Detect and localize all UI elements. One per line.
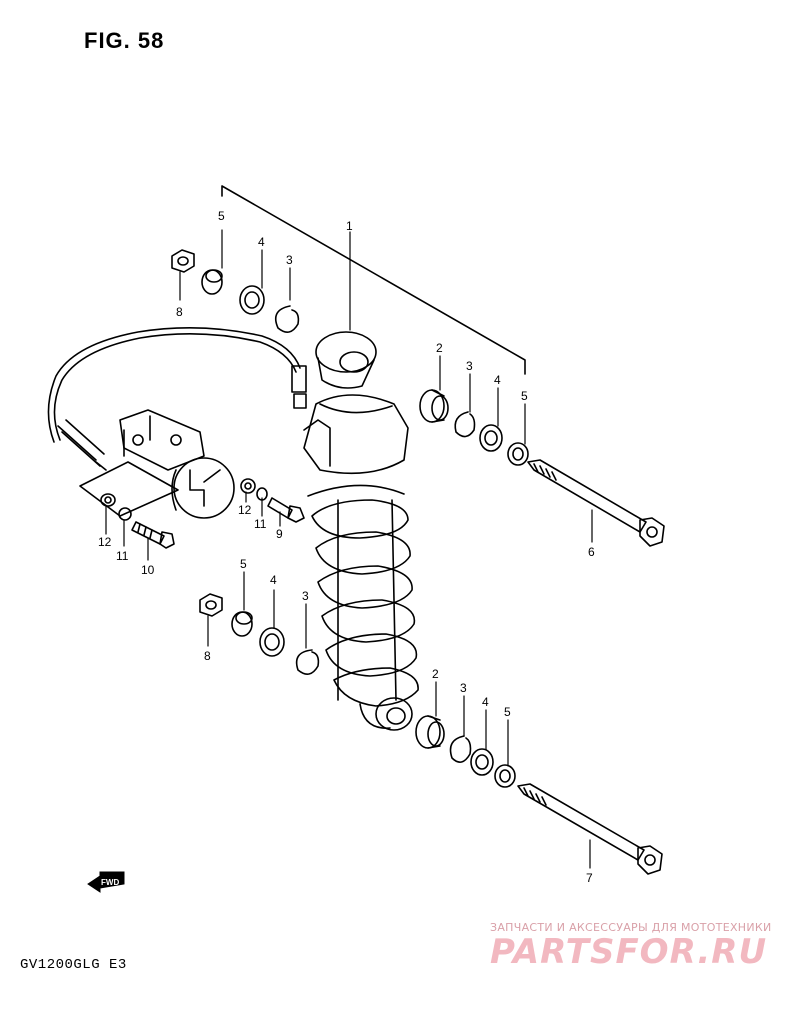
bearing-4-upper-right [479,424,503,452]
spacer-5-upper-left [201,269,223,295]
callout-3-lower-left: 3 [302,589,309,603]
circlip-3-upper-left [274,305,300,333]
callout-10: 10 [141,563,155,577]
callout-5-lower-left: 5 [240,557,247,571]
bracket-line-upper [221,185,526,375]
callout-2-lower: 2 [432,667,439,681]
hydraulic-hose [47,327,307,467]
callout-5-lower-right: 5 [504,705,511,719]
bearing-4-upper-left [239,285,265,315]
circlip-3-upper-right [454,411,476,438]
bolt-6 [527,459,665,547]
spacer-5-upper-right [507,442,529,466]
fwd-label: FWD [101,878,119,887]
callout-8-upper: 8 [176,305,183,319]
bearing-4-lower-left [259,627,285,657]
callout-4-lower-left: 4 [270,573,277,587]
callout-9: 9 [276,527,283,541]
washer-12-right [240,478,256,494]
callout-labels: 1 5 4 3 8 2 3 4 5 6 12 11 10 12 11 9 5 4… [98,209,595,885]
spacer-5-lower-left [231,611,253,637]
fwd-arrow-icon: FWD [87,871,125,893]
model-code: GV1200GLG E3 [20,957,127,973]
callout-2-upper: 2 [436,341,443,355]
callout-1: 1 [346,219,353,233]
callout-4-upper-left: 4 [258,235,265,249]
bolt-9 [267,497,305,523]
callout-8-lower: 8 [204,649,211,663]
spacer-2-upper [419,389,449,423]
spacer-5-lower-right [494,764,516,788]
watermark-tagline: ЗАПЧАСТИ И АКСЕССУАРЫ ДЛЯ МОТОТЕХНИКИ [490,921,772,934]
callout-11-left: 11 [116,549,129,563]
shock-absorber [303,331,419,731]
nut-8-lower [199,593,223,617]
callout-5-upper-left: 5 [218,209,225,223]
callout-4-upper-right: 4 [494,373,501,387]
circlip-3-lower-left [295,649,320,675]
preload-adjuster [79,409,235,519]
callout-5-upper-right: 5 [521,389,528,403]
figure-title: FIG. 58 [84,28,165,53]
spacer-2-lower [415,715,445,749]
callout-6: 6 [588,545,595,559]
bolt-10 [131,521,175,549]
watermark-logo: PARTSFOR.RU [490,932,768,972]
callout-12-left: 12 [98,535,112,549]
callout-3-lower-right: 3 [460,681,467,695]
callout-11-right: 11 [254,517,267,531]
callout-3-upper-left: 3 [286,253,293,267]
bolt-7 [517,783,663,875]
washer-12-left [100,493,116,507]
callout-7: 7 [586,871,593,885]
nut-8-upper [171,249,195,273]
callout-12-right: 12 [238,503,252,517]
bearing-4-lower-right [470,748,494,776]
callout-4-lower-right: 4 [482,695,489,709]
callout-3-upper-right: 3 [466,359,473,373]
circlip-3-lower-right [449,735,472,763]
washer-11-left [118,507,132,521]
